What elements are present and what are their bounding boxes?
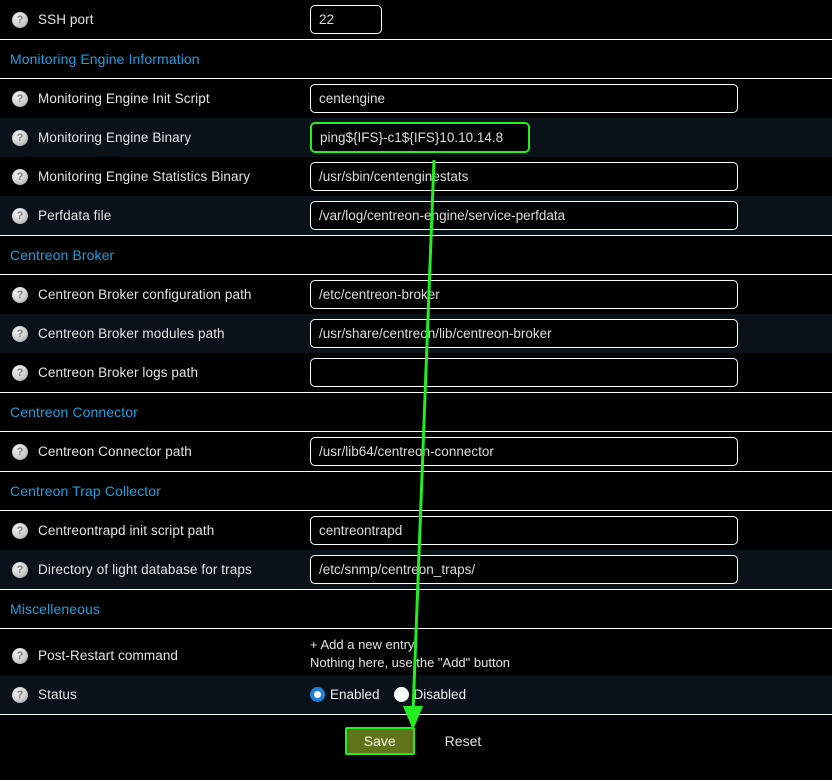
section-header-centreon-broker: Centreon Broker [0, 236, 832, 274]
divider [0, 39, 832, 40]
field-cell [310, 516, 832, 545]
help-icon[interactable]: ? [12, 648, 28, 664]
label-cell: ? Monitoring Engine Statistics Binary [0, 168, 310, 185]
help-icon[interactable]: ? [12, 686, 28, 703]
section-title: Centreon Trap Collector [10, 483, 161, 499]
help-icon[interactable]: ? [12, 129, 28, 146]
help-icon[interactable]: ? [12, 90, 28, 107]
field-cell [310, 358, 832, 387]
field-label: Centreontrapd init script path [38, 523, 215, 538]
save-button[interactable]: Save [344, 727, 415, 755]
monitoring-engine-init-script-input[interactable] [310, 84, 738, 113]
status-radio-group: Enabled Disabled [310, 687, 475, 702]
field-label: Centreon Connector path [38, 444, 192, 459]
field-cell: + Add a new entry Nothing here, use the … [310, 636, 832, 672]
section-title: Centreon Broker [10, 247, 115, 263]
section-header-monitoring-engine-information: Monitoring Engine Information [0, 40, 832, 78]
centreon-connector-path-input[interactable] [310, 437, 738, 466]
field-cell [310, 122, 832, 153]
field-label: Centreon Broker configuration path [38, 287, 252, 302]
field-label: Monitoring Engine Binary [38, 130, 192, 145]
section-title: Centreon Connector [10, 404, 138, 420]
radio-label-enabled: Enabled [330, 687, 380, 702]
help-icon[interactable]: ? [12, 168, 28, 185]
field-cell [310, 84, 832, 113]
form-row-monitoring-engine-statistics-binary: ? Monitoring Engine Statistics Binary [0, 157, 832, 196]
section-header-miscelleneous: Miscelleneous [0, 590, 832, 628]
centreon-broker-modules-path-input[interactable] [310, 319, 738, 348]
label-cell: ? Centreon Connector path [0, 443, 310, 460]
help-icon[interactable]: ? [12, 522, 28, 539]
field-label: Centreon Broker modules path [38, 326, 225, 341]
field-label: Centreon Broker logs path [38, 365, 199, 380]
field-cell [310, 280, 832, 309]
add-new-entry-link[interactable]: + Add a new entry [310, 637, 415, 652]
section-header-centreon-trap-collector: Centreon Trap Collector [0, 472, 832, 510]
field-cell [310, 555, 832, 584]
radio-status-disabled[interactable] [393, 687, 409, 702]
centreon-broker-logs-path-input[interactable] [310, 358, 738, 387]
form-row-monitoring-engine-binary: ? Monitoring Engine Binary [0, 118, 832, 157]
section-header-centreon-connector: Centreon Connector [0, 393, 832, 431]
label-cell: ? Post-Restart command [0, 636, 310, 664]
field-cell: Enabled Disabled [310, 687, 832, 702]
label-cell: ? Centreontrapd init script path [0, 522, 310, 539]
radio-status-enabled[interactable] [310, 687, 325, 702]
section-title: Monitoring Engine Information [10, 51, 200, 67]
label-cell: ? Monitoring Engine Init Script [0, 90, 310, 107]
help-icon[interactable]: ? [12, 325, 28, 342]
field-cell [310, 201, 832, 230]
monitoring-engine-binary-input[interactable] [310, 122, 530, 153]
field-cell [310, 437, 832, 466]
divider [0, 78, 832, 79]
form-row-monitoring-engine-init-script: ? Monitoring Engine Init Script [0, 79, 832, 118]
perfdata-file-input[interactable] [310, 201, 738, 230]
empty-list-message: Nothing here, use the "Add" button [310, 655, 511, 670]
field-label: Post-Restart command [38, 648, 179, 663]
label-cell: ? Centreon Broker logs path [0, 364, 310, 381]
field-label: Status [38, 687, 77, 702]
section-title: Miscelleneous [10, 601, 101, 617]
field-cell [310, 5, 832, 34]
form-row-ssh-port: ? SSH port [0, 0, 832, 39]
form-row-perfdata-file: ? Perfdata file [0, 196, 832, 235]
form-button-bar: Save Reset [0, 715, 832, 767]
light-database-directory-input[interactable] [310, 555, 738, 584]
form-row-directory-of-light-database-for-traps: ? Directory of light database for traps [0, 550, 832, 589]
form-row-post-restart-command: ? Post-Restart command + Add a new entry… [0, 629, 832, 675]
label-cell: ? Centreon Broker configuration path [0, 286, 310, 303]
field-label: Monitoring Engine Statistics Binary [38, 169, 251, 184]
label-cell: ? Perfdata file [0, 207, 310, 224]
label-cell: ? Centreon Broker modules path [0, 325, 310, 342]
form-row-centreontrapd-init-script-path: ? Centreontrapd init script path [0, 511, 832, 550]
help-icon[interactable]: ? [12, 443, 28, 460]
centreon-broker-configuration-path-input[interactable] [310, 280, 738, 309]
field-cell [310, 319, 832, 348]
form-row-centreon-broker-logs-path: ? Centreon Broker logs path [0, 353, 832, 392]
field-label: Perfdata file [38, 208, 112, 223]
monitoring-engine-statistics-binary-input[interactable] [310, 162, 738, 191]
centreontrapd-init-script-path-input[interactable] [310, 516, 738, 545]
form-row-centreon-broker-configuration-path: ? Centreon Broker configuration path [0, 275, 832, 314]
label-cell: ? Status [0, 686, 310, 703]
help-icon[interactable]: ? [12, 207, 28, 224]
help-icon[interactable]: ? [12, 286, 28, 303]
radio-label-disabled: Disabled [413, 687, 467, 702]
help-icon[interactable]: ? [12, 561, 28, 578]
field-label: SSH port [38, 12, 94, 27]
form-row-centreon-broker-modules-path: ? Centreon Broker modules path [0, 314, 832, 353]
reset-button[interactable]: Reset [439, 729, 488, 753]
field-cell [310, 162, 832, 191]
label-cell: ? SSH port [0, 11, 310, 28]
field-label: Monitoring Engine Init Script [38, 91, 210, 106]
help-icon[interactable]: ? [12, 11, 28, 28]
field-label: Directory of light database for traps [38, 562, 252, 577]
help-icon[interactable]: ? [12, 364, 28, 381]
form-row-centreon-connector-path: ? Centreon Connector path [0, 432, 832, 471]
label-cell: ? Monitoring Engine Binary [0, 129, 310, 146]
form-row-status: ? Status Enabled Disabled [0, 675, 832, 714]
ssh-port-input[interactable] [310, 5, 382, 34]
label-cell: ? Directory of light database for traps [0, 561, 310, 578]
